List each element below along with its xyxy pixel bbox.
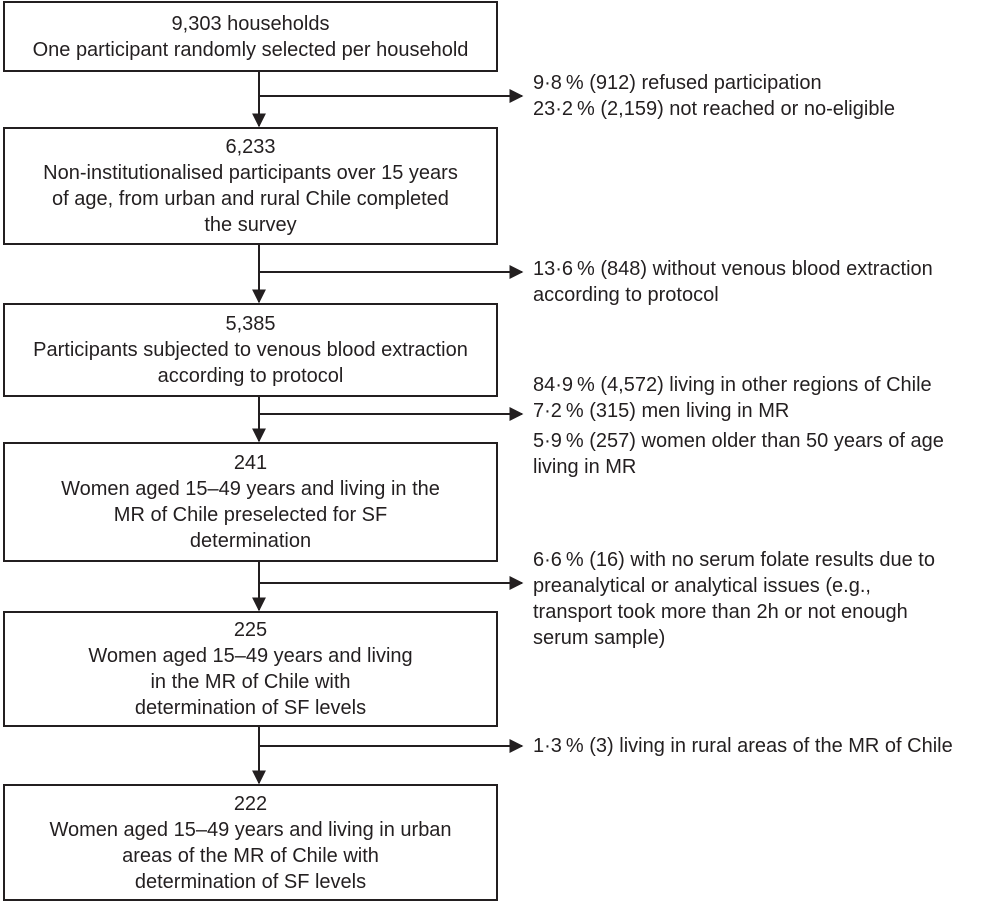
exclusion-line: 9·8 % (912) refused participation: [533, 72, 822, 94]
exclusion-line: preanalytical or analytical issues (e.g.…: [533, 575, 871, 597]
exclusion-line: 7·2 % (315) men living in MR: [533, 400, 790, 422]
box-count: 5,385: [225, 313, 276, 335]
box-text-line: One participant randomly selected per ho…: [32, 38, 469, 61]
exclusion-line: 5·9 % (257) women older than 50 years of…: [533, 430, 944, 452]
exclusion-note-4: 6·6 % (16) with no serum folate results …: [533, 547, 935, 651]
exclusion-line: transport took more than 2h or not enoug…: [533, 601, 908, 623]
flow-box-households: 9,303 households One participant randoml…: [3, 1, 498, 72]
box-count: 9,303 households: [171, 12, 330, 35]
box-text-line: determination: [189, 530, 312, 552]
exclusion-line: 1·3 % (3) living in rural areas of the M…: [533, 735, 953, 757]
box-text-line: Women aged 15–49 years and living in urb…: [49, 818, 452, 841]
box-text-line: the survey: [204, 214, 297, 236]
box-text-line: Participants subjected to venous blood e…: [33, 339, 468, 361]
exclusion-note-5: 1·3 % (3) living in rural areas of the M…: [533, 733, 953, 759]
exclusion-line: 23·2 % (2,159) not reached or no-eligibl…: [533, 98, 896, 120]
exclusion-line: according to protocol: [533, 284, 719, 306]
flow-box-survey: 6,233 Non-institutionalised participants…: [3, 127, 498, 245]
box-text-line: Women aged 15–49 years and living in the: [61, 478, 440, 500]
box-count: 225: [233, 619, 268, 641]
box-text-line: Women aged 15–49 years and living: [88, 645, 413, 667]
exclusion-line: 84·9 % (4,572) living in other regions o…: [533, 374, 932, 396]
box-text-line: determination of SF levels: [134, 697, 367, 719]
exclusion-note-2: 13·6 % (848) without venous blood extrac…: [533, 256, 933, 308]
box-text-line: of age, from urban and rural Chile compl…: [52, 188, 449, 210]
box-text-line: in the MR of Chile with: [150, 671, 351, 693]
box-text-line: determination of SF levels: [134, 870, 367, 893]
flow-box-sf-determined: 225 Women aged 15–49 years and living in…: [3, 611, 498, 727]
flow-box-preselected: 241 Women aged 15–49 years and living in…: [3, 442, 498, 562]
exclusion-note-1: 9·8 % (912) refused participation 23·2 %…: [533, 70, 895, 122]
box-count: 222: [233, 792, 268, 815]
exclusion-line: 13·6 % (848) without venous blood extrac…: [533, 258, 933, 280]
exclusion-line: serum sample): [533, 627, 666, 649]
box-count: 6,233: [225, 136, 276, 158]
flow-box-final-sample: 222 Women aged 15–49 years and living in…: [3, 784, 498, 901]
box-text-line: Non-institutionalised participants over …: [43, 162, 458, 184]
flow-box-blood-extraction: 5,385 Participants subjected to venous b…: [3, 303, 498, 397]
box-text-line: areas of the MR of Chile with: [122, 844, 379, 867]
box-count: 241: [233, 452, 268, 474]
exclusion-note-3: 84·9 % (4,572) living in other regions o…: [533, 372, 944, 480]
exclusion-line: 6·6 % (16) with no serum folate results …: [533, 549, 935, 571]
box-text-line: MR of Chile preselected for SF: [113, 504, 388, 526]
box-text-line: according to protocol: [157, 365, 344, 387]
exclusion-line: living in MR: [533, 456, 637, 478]
